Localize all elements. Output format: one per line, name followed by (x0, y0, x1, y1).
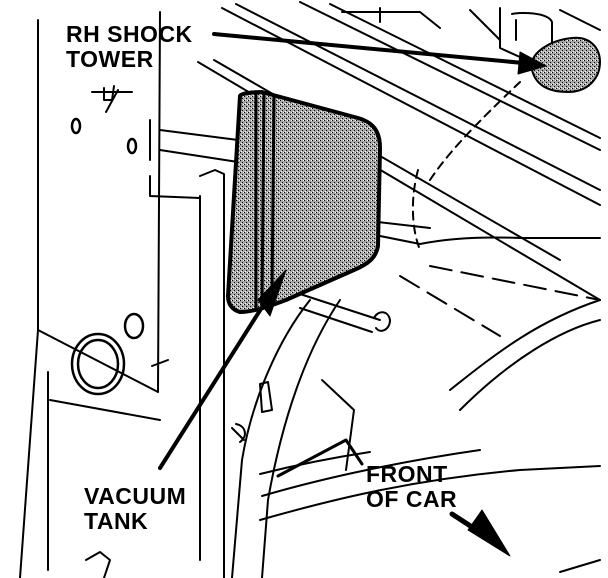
hidden-line-2 (411, 169, 421, 251)
shock-tower (499, 7, 601, 59)
front-of-car-label-line2: OF CAR (366, 486, 458, 512)
vacuum-tank-label: VACUUM TANK (84, 484, 186, 534)
tank-seams (254, 92, 276, 312)
shock-tower-label-line2: TOWER (66, 46, 154, 72)
vacuum-tank (226, 90, 382, 314)
panel-holes (70, 117, 145, 396)
front-of-car-label: FRONT OF CAR (366, 462, 457, 512)
wheelhouse (85, 265, 601, 578)
shock-tower-arrowhead (517, 51, 547, 75)
shock-tower-label-line1: RH SHOCK (66, 21, 193, 47)
vacuum-tank-arrowhead (257, 269, 287, 317)
front-arrow-head (467, 509, 511, 557)
vacuum-tank-leader (158, 280, 280, 470)
vacuum-tank-label-line1: VACUUM (84, 483, 187, 509)
shock-tower-label: RH SHOCK TOWER (66, 22, 193, 72)
tank-bracket (231, 221, 601, 443)
shock-tower-stipple (530, 36, 601, 93)
vacuum-tank-label-line2: TANK (84, 508, 149, 534)
front-of-car-label-line1: FRONT (366, 461, 448, 487)
shock-tower-leader (212, 32, 536, 66)
left-panel (19, 11, 239, 578)
hidden-line (429, 81, 521, 181)
front-leader (276, 438, 364, 478)
